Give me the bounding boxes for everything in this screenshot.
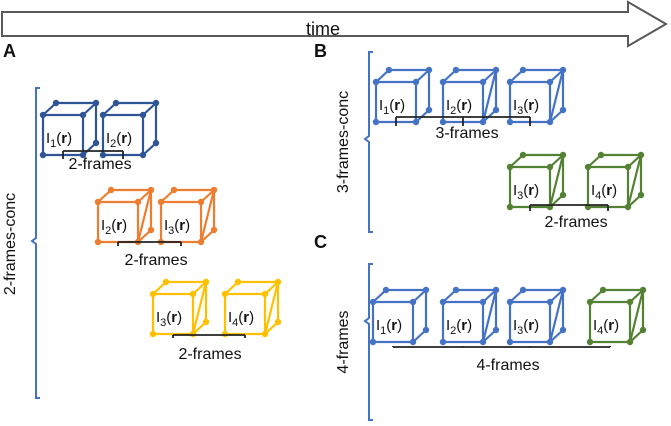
frame-label: I2(r)	[446, 97, 472, 117]
frame-label: I1(r)	[376, 317, 402, 337]
frame-label: I2(r)	[446, 317, 472, 337]
frame-cube: I4(r)	[584, 151, 645, 211]
frame-label: I3(r)	[513, 97, 539, 117]
side-label-3-frames-conc: 3-frames-conc	[335, 91, 352, 193]
group-bracket	[62, 150, 124, 159]
frame-cube: I1(r)	[369, 286, 430, 346]
frame-label: I4(r)	[593, 317, 619, 337]
frame-label: I3(r)	[513, 182, 539, 202]
panel-letter-c: C	[314, 232, 327, 252]
frame-cube: I4(r)	[221, 278, 282, 338]
frame-cube: I4(r)	[586, 286, 647, 346]
frame-cube: I2(r)	[94, 186, 155, 246]
frame-cube: I3(r)	[506, 66, 567, 126]
frame-cube: I3(r)	[157, 186, 218, 246]
frame-cube: I1(r)	[372, 66, 433, 126]
frame-label: I1(r)	[46, 130, 72, 150]
panel-letter-a: A	[3, 41, 16, 61]
frame-cube: I3(r)	[506, 286, 567, 346]
group-bracket	[392, 346, 611, 348]
bracket-panel-b	[363, 51, 373, 233]
group-caption: 3-frames	[435, 125, 498, 142]
bracket-panel-a	[30, 87, 40, 399]
group-bracket	[529, 204, 609, 211]
bracket-panel-c	[363, 263, 373, 421]
side-label-4-frames: 4-frames	[335, 310, 352, 373]
group-caption: 2-frames	[544, 214, 607, 231]
frame-label: I2(r)	[106, 130, 132, 150]
group-caption: 2-frames	[124, 252, 187, 269]
frame-cube: I2(r)	[439, 286, 500, 346]
frame-label: I2(r)	[101, 217, 127, 237]
frame-cube: I2(r)	[99, 99, 160, 159]
group-caption: 2-frames	[68, 156, 131, 173]
frame-label: I3(r)	[156, 309, 182, 329]
panel-letter-b: B	[314, 41, 327, 61]
frame-label: I3(r)	[164, 217, 190, 237]
group-bracket	[395, 116, 531, 126]
frame-label: I3(r)	[513, 317, 539, 337]
time-label: time	[306, 19, 340, 39]
frame-cube: I3(r)	[506, 151, 567, 211]
group-bracket	[172, 334, 246, 338]
frame-cube: I1(r)	[39, 99, 100, 159]
group-caption: 4-frames	[476, 357, 539, 374]
frame-cube: I3(r)	[149, 278, 210, 338]
frame-label: I4(r)	[228, 309, 254, 329]
side-label-2-frames-conc: 2-frames-conc	[2, 193, 19, 295]
group-bracket	[117, 241, 182, 246]
time-arrow	[1, 0, 668, 48]
frame-label: I1(r)	[379, 97, 405, 117]
group-caption: 2-frames	[178, 346, 241, 363]
frame-label: I4(r)	[591, 182, 617, 202]
